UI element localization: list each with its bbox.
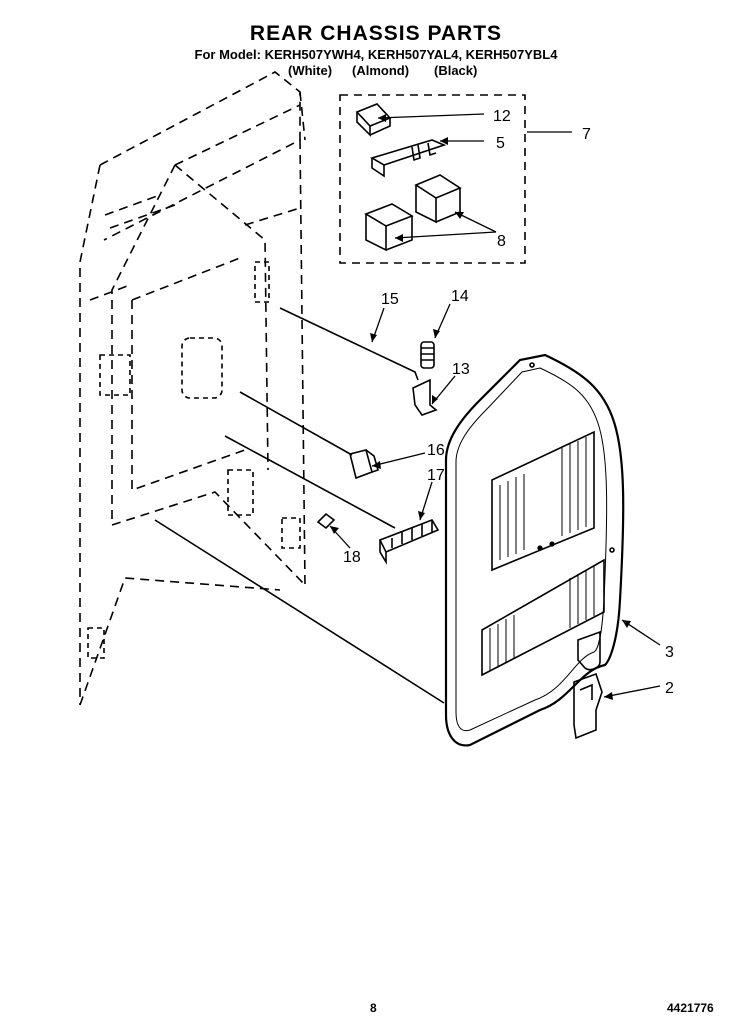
color-white: (White): [288, 63, 333, 78]
part-3-rear-panel: [444, 353, 625, 747]
callout-15: 15: [381, 291, 399, 308]
callout-7: 7: [582, 126, 591, 143]
page-title: REAR CHASSIS PARTS: [249, 22, 503, 45]
color-almond: (Almond): [352, 63, 410, 78]
callout-14: 14: [451, 288, 469, 305]
color-black: (Black): [434, 63, 478, 78]
callout-2: 2: [665, 680, 674, 697]
part-18-clip: [316, 512, 336, 530]
part-2-cover-plate: [573, 672, 603, 740]
callout-13: 13: [452, 361, 470, 378]
callout-18: 18: [343, 549, 361, 566]
cabinet-details: [87, 261, 301, 659]
document-number: 4421776: [667, 1001, 714, 1015]
part-8-terminal-blocks: [364, 174, 462, 252]
callout-3: 3: [665, 644, 674, 661]
leader-lines: [329, 113, 661, 698]
rod-16: [239, 391, 353, 456]
assembly-line: [154, 519, 445, 704]
arrowheads: [330, 114, 631, 700]
callout-17: 17: [427, 467, 445, 484]
callout-5: 5: [496, 135, 505, 152]
callout-16: 16: [427, 442, 445, 459]
part-5-bracket: [370, 139, 447, 178]
part-17-terminal-strip: [378, 519, 440, 565]
part-13-clip: [412, 378, 438, 416]
model-numbers: For Model: KERH507YWH4, KERH507YAL4, KER…: [194, 47, 558, 62]
part-15-rod: [279, 307, 419, 381]
part-16-holder: [349, 449, 379, 480]
kit-group-box: [339, 94, 526, 264]
page-number: 8: [370, 1001, 377, 1015]
range-cabinet-outline: [79, 71, 306, 706]
part-14-spring: [420, 341, 435, 369]
callout-12: 12: [493, 108, 511, 125]
callout-8: 8: [497, 233, 506, 250]
rod-17: [224, 435, 396, 529]
